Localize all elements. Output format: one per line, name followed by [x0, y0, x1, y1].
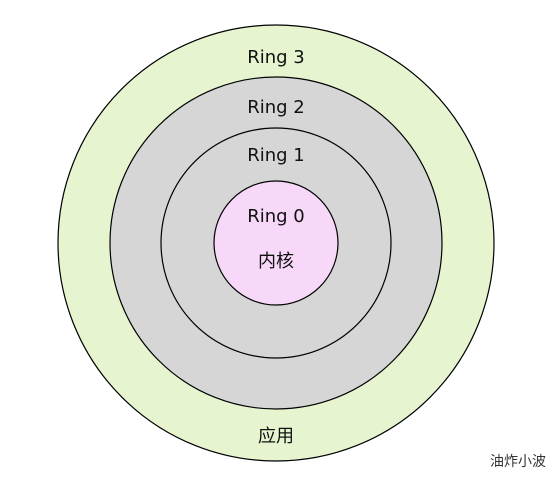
core-label: 内核	[258, 251, 294, 272]
ring-1-label: Ring 1	[247, 145, 305, 166]
ring-0-circle	[213, 180, 339, 306]
watermark-text: 油炸小波	[490, 454, 546, 470]
ring-3-label: Ring 3	[247, 47, 305, 68]
ring-0-label: Ring 0	[247, 206, 305, 227]
ring-2-label: Ring 2	[247, 97, 305, 118]
app-label: 应用	[258, 426, 294, 447]
